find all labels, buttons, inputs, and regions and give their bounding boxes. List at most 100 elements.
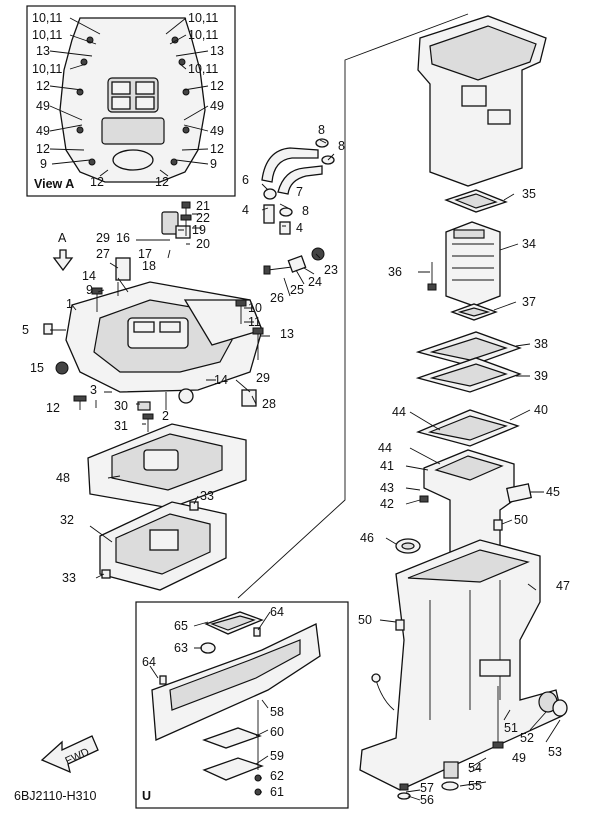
view-a-label-left: 49: [36, 124, 50, 138]
callout-18: 18: [142, 259, 156, 273]
callout-44: 44: [392, 405, 406, 419]
callout-27: 27: [96, 247, 110, 261]
plate-32: [99, 501, 227, 591]
callout-42: 42: [380, 497, 394, 511]
callout-11: 11: [248, 315, 261, 329]
callout-20: 20: [196, 237, 210, 251]
gasket-39: [415, 357, 522, 393]
view-a-label-left: 12: [36, 142, 50, 156]
callout-37: 37: [522, 295, 536, 309]
callout-13: 13: [280, 327, 294, 341]
callout-50: 50: [514, 513, 528, 527]
callout-47: 47: [556, 579, 570, 593]
view-a-label-left: 10,11: [32, 28, 62, 42]
upper-case-housing: [43, 211, 263, 411]
view-a-marker: A: [58, 231, 67, 245]
view-a-label-left: 10,11: [32, 11, 62, 25]
bolt-set: [73, 201, 325, 432]
callout-17: 17: [138, 247, 152, 261]
callout-31: 31: [114, 419, 128, 433]
lower-case-47: [359, 519, 568, 800]
callout-24: 24: [308, 275, 322, 289]
callout-57: 57: [420, 781, 434, 795]
callout-10: 10: [248, 301, 262, 315]
view-a-label-right: 12: [210, 142, 224, 156]
callout-55: 55: [468, 779, 482, 793]
view-a-label-right: 10,11: [188, 11, 218, 25]
callout-25: 25: [290, 283, 304, 297]
view-a-label-right: 12: [155, 175, 169, 189]
callout-33: 33: [200, 489, 214, 503]
callout-49: 49: [512, 751, 526, 765]
view-a-label-left: 10,11: [32, 62, 62, 76]
exhaust-guide-41: [419, 449, 532, 561]
gasket-37: [450, 303, 498, 321]
callout-44-b: 44: [378, 441, 392, 455]
oil-tank: [417, 15, 547, 187]
callout-23: 23: [324, 263, 338, 277]
view-a-label-left: 49: [36, 99, 50, 113]
callout-63: 63: [174, 641, 188, 655]
view-a-label-left: 12: [36, 79, 50, 93]
fwd-arrow: FWD: [40, 735, 99, 774]
view-a-label-right: 9: [210, 157, 217, 171]
callout-3: 3: [90, 383, 97, 397]
callout-29-b: 29: [256, 371, 270, 385]
callout-29: 29: [96, 231, 110, 245]
callout-22: 22: [196, 211, 210, 225]
callout-41: 41: [380, 459, 394, 473]
callout-43: 43: [380, 481, 394, 495]
callout-32: 32: [60, 513, 74, 527]
view-a-label-right: 10,11: [188, 62, 218, 76]
plate-40: [416, 409, 520, 447]
diagram-code: 6BJ2110-H310: [14, 789, 97, 803]
hose-assembly: [261, 138, 335, 235]
callout-7: 7: [296, 185, 303, 199]
callout-60: 60: [270, 725, 284, 739]
u-inset: U: [135, 601, 349, 809]
callout-33-b: 33: [62, 571, 76, 585]
callout-39: 39: [534, 369, 548, 383]
callout-65: 65: [174, 619, 188, 633]
callout-38: 38: [534, 337, 548, 351]
leader-lines: [50, 139, 561, 801]
callout-45: 45: [546, 485, 560, 499]
u-inset-title: U: [142, 789, 151, 803]
view-a-label-left: 9: [40, 157, 47, 171]
callout-34: 34: [522, 237, 536, 251]
view-a-label-right: 49: [210, 124, 224, 138]
view-a-title: View A: [34, 177, 74, 191]
callout-2: 2: [162, 409, 169, 423]
callout-4: 4: [242, 203, 249, 217]
callout-9: 9: [86, 283, 93, 297]
callout-14-b: 14: [214, 373, 228, 387]
view-a-arrow: A: [52, 231, 74, 272]
callouts: 1 2 3 4 4 5 6 7 8 8 8 9 10 11 12 13 14 1…: [22, 123, 570, 807]
callout-40: 40: [534, 403, 548, 417]
callout-53: 53: [548, 745, 562, 759]
callout-4-b: 4: [296, 221, 303, 235]
callout-35: 35: [522, 187, 536, 201]
view-a-inset: 10,11 10,11 13 10,11 12 49 49 12 9 12 10…: [26, 5, 236, 197]
callout-50-b: 50: [358, 613, 372, 627]
callout-16: 16: [116, 231, 130, 245]
callout-15: 15: [30, 361, 44, 375]
callout-51: 51: [504, 721, 518, 735]
gasket-48: [87, 423, 247, 509]
callout-21: 21: [196, 199, 210, 213]
view-a-label-right: 10,11: [188, 28, 218, 42]
boundary-line: [237, 13, 469, 599]
callout-62: 62: [270, 769, 284, 783]
callout-6: 6: [242, 173, 249, 187]
callout-30: 30: [114, 399, 128, 413]
callout-46: 46: [360, 531, 374, 545]
callout-28: 28: [262, 397, 276, 411]
exhaust-manifold-34: [445, 221, 501, 307]
callout-54: 54: [468, 761, 482, 775]
callout-58: 58: [270, 705, 284, 719]
gasket-38: [415, 331, 522, 367]
gasket-35: [444, 189, 508, 213]
callout-1: 1: [66, 297, 73, 311]
callout-59: 59: [270, 749, 284, 763]
callout-64-b: 64: [142, 655, 156, 669]
